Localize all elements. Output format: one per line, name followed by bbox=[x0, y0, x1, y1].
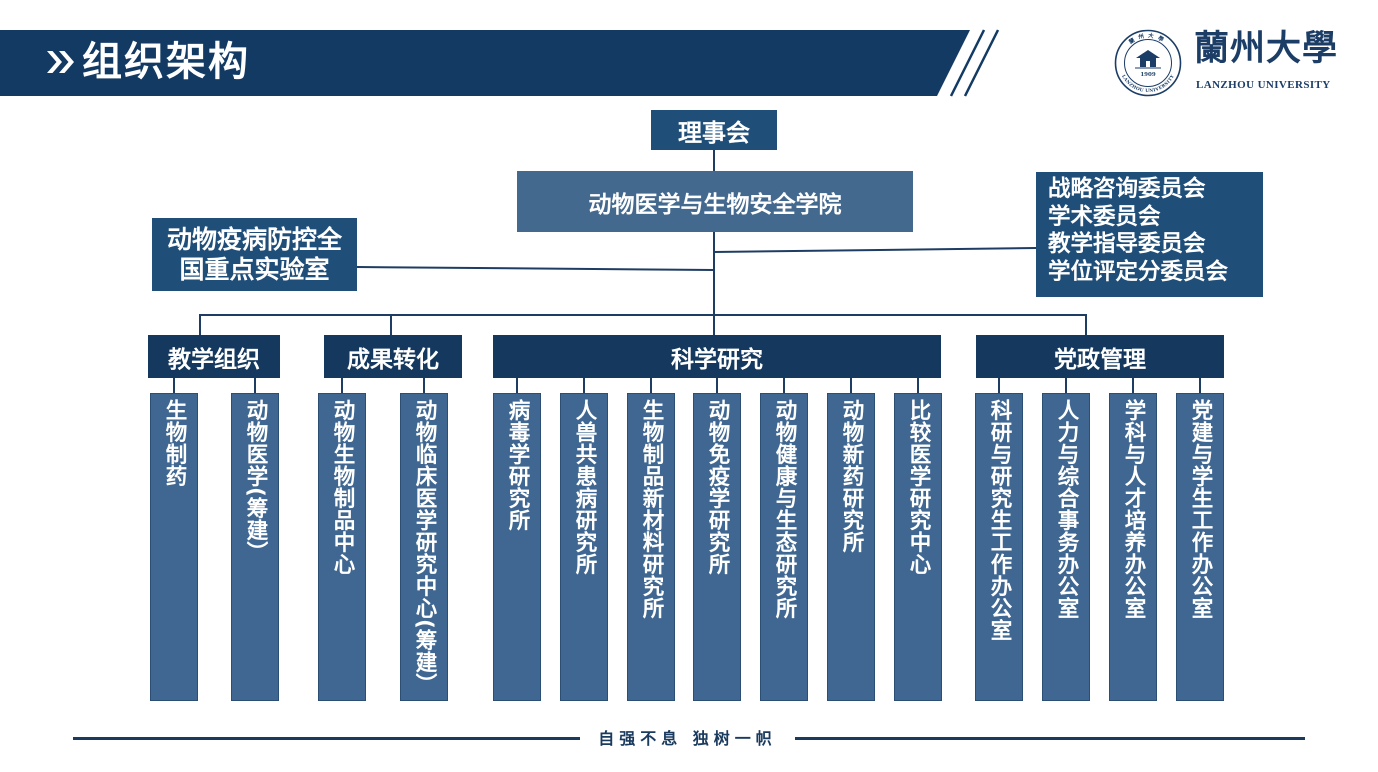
seal-building-icon bbox=[1135, 50, 1161, 69]
org-node-label: 动物医学与生物安全学院 bbox=[588, 191, 842, 218]
org-unit: 党建与学生工作办公室 bbox=[1176, 393, 1224, 701]
org-node-key-laboratory: 动物疫病防控全国重点实验室 bbox=[152, 218, 357, 291]
connector-line bbox=[356, 266, 715, 271]
org-unit-label: 动物健康与生态研究所 bbox=[772, 399, 797, 619]
org-unit-label: 动物医学(筹建） bbox=[243, 399, 268, 564]
org-division-label: 党政管理 bbox=[1054, 346, 1146, 373]
org-unit-label: 党建与学生工作办公室 bbox=[1188, 399, 1213, 619]
org-unit-label: 病毒学研究所 bbox=[505, 399, 530, 531]
org-division-transfer: 成果转化 bbox=[324, 335, 462, 378]
org-unit-label: 科研与研究生工作办公室 bbox=[987, 399, 1012, 641]
org-unit: 动物生物制品中心 bbox=[318, 393, 366, 701]
org-unit: 人力与综合事务办公室 bbox=[1042, 393, 1090, 701]
org-unit: 生物制品新材料研究所 bbox=[627, 393, 675, 701]
connector-line bbox=[713, 247, 1037, 253]
org-unit-label: 人力与综合事务办公室 bbox=[1054, 399, 1079, 619]
footer-rule-left bbox=[73, 737, 580, 740]
org-unit-label: 生物制品新材料研究所 bbox=[639, 399, 664, 619]
university-wordmark-cn: 蘭州大學 bbox=[1194, 28, 1339, 69]
committee-item: 教学指导委员会 bbox=[1048, 231, 1206, 257]
org-unit: 动物免疫学研究所 bbox=[693, 393, 741, 701]
title-banner bbox=[0, 29, 1000, 97]
org-unit: 科研与研究生工作办公室 bbox=[975, 393, 1023, 701]
org-unit: 动物医学(筹建） bbox=[231, 393, 279, 701]
org-unit: 生物制药 bbox=[150, 393, 198, 701]
committee-item: 学位评定分委员会 bbox=[1048, 258, 1229, 285]
footer-rule-right bbox=[795, 737, 1305, 740]
org-node-label: 理事会 bbox=[678, 118, 750, 147]
org-unit: 病毒学研究所 bbox=[493, 393, 541, 701]
org-unit: 学科与人才培养办公室 bbox=[1109, 393, 1157, 701]
org-node-label: 动物疫病防控全国重点实验室 bbox=[167, 224, 343, 284]
org-node-college: 动物医学与生物安全学院 bbox=[517, 171, 913, 232]
org-division-label: 科学研究 bbox=[671, 346, 763, 373]
org-node-board: 理事会 bbox=[651, 110, 777, 150]
page-title: 组织架构 bbox=[82, 39, 250, 85]
org-unit-label: 学科与人才培养办公室 bbox=[1121, 399, 1146, 619]
org-unit-label: 人兽共患病研究所 bbox=[572, 399, 597, 575]
footer-motto: 自强不息 独树一帜 bbox=[598, 729, 777, 748]
university-seal-logo: 蘭州大學 LANZHOU UNIVERSITY 1909 bbox=[1114, 29, 1182, 97]
org-unit: 动物临床医学研究中心(筹建） bbox=[400, 393, 448, 701]
university-wordmark-en: LANZHOU UNIVERSITY bbox=[1196, 79, 1331, 91]
org-division-label: 教学组织 bbox=[168, 346, 260, 373]
org-division-research: 科学研究 bbox=[493, 335, 941, 378]
org-division-teaching: 教学组织 bbox=[148, 335, 280, 378]
org-unit: 人兽共患病研究所 bbox=[560, 393, 608, 701]
org-division-administration: 党政管理 bbox=[976, 335, 1224, 378]
org-unit-label: 生物制药 bbox=[162, 399, 187, 487]
org-unit-label: 比较医学研究中心 bbox=[906, 399, 931, 575]
org-unit: 动物健康与生态研究所 bbox=[760, 393, 808, 701]
org-unit-label: 动物临床医学研究中心(筹建） bbox=[412, 399, 437, 696]
double-chevron-icon bbox=[47, 51, 74, 73]
committee-item: 学术委员会 bbox=[1048, 203, 1161, 230]
org-unit-label: 动物免疫学研究所 bbox=[705, 399, 730, 575]
org-node-committees: 战略咨询委员会 学术委员会 教学指导委员会 学位评定分委员会 bbox=[1036, 172, 1263, 297]
org-unit: 动物新药研究所 bbox=[827, 393, 875, 701]
committee-item: 战略咨询委员会 bbox=[1048, 176, 1206, 202]
seal-year: 1909 bbox=[1140, 72, 1155, 78]
org-unit: 比较医学研究中心 bbox=[894, 393, 942, 701]
org-division-label: 成果转化 bbox=[347, 346, 439, 373]
org-unit-label: 动物生物制品中心 bbox=[330, 399, 355, 575]
org-unit-label: 动物新药研究所 bbox=[839, 399, 864, 553]
